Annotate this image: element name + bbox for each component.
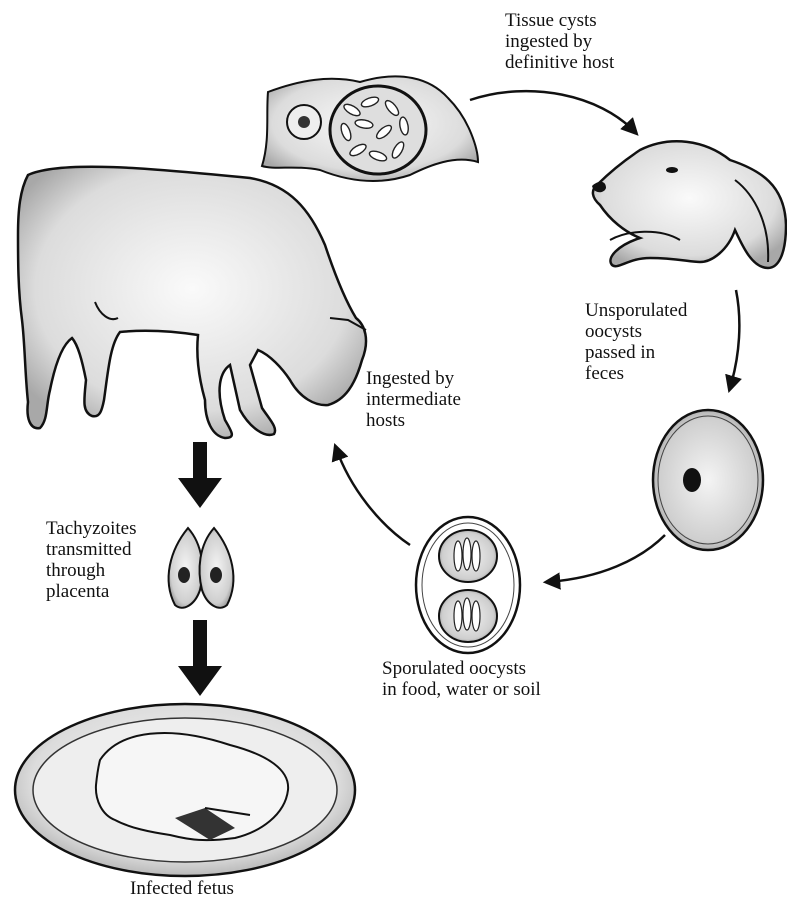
tachyzoites-illustration: [169, 528, 234, 608]
cow-illustration: [18, 167, 366, 438]
dog-illustration: [592, 141, 786, 268]
arrow-oocyst-to-sporulated: [548, 535, 665, 582]
arrow-tachyzoites-to-fetus: [178, 620, 222, 696]
arrow-sporulated-to-cow: [336, 448, 410, 545]
label-sporulated-oocysts: Sporulated oocysts in food, water or soi…: [382, 658, 541, 700]
tissue-cyst-illustration: [262, 76, 478, 181]
label-tachyzoites: Tachyzoites transmitted through placenta: [46, 518, 136, 602]
arrow-tissue-to-dog: [470, 91, 635, 132]
infected-fetus-illustration: [15, 704, 355, 876]
unsporulated-oocyst: [653, 410, 763, 550]
label-tissue-cysts: Tissue cysts ingested by definitive host: [505, 10, 614, 73]
arrow-cow-to-tachyzoites: [178, 442, 222, 508]
sporulated-oocyst: [416, 517, 520, 653]
label-ingested-intermediate: Ingested by intermediate hosts: [366, 368, 461, 431]
label-infected-fetus: Infected fetus: [130, 878, 234, 899]
arrow-dog-to-oocyst: [730, 290, 739, 388]
label-unsporulated-oocysts: Unsporulated oocysts passed in feces: [585, 300, 687, 384]
